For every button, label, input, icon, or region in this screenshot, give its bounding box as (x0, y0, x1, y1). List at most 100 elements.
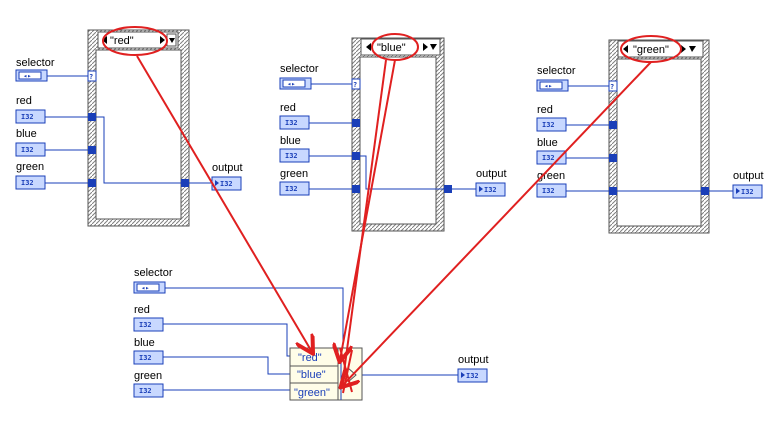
green-label: green (280, 168, 308, 180)
chevron-down-icon[interactable] (169, 38, 175, 43)
wires-case-1 (45, 75, 212, 184)
case-selector-blue[interactable]: "blue" (360, 38, 441, 56)
annotation-tick-2 (342, 349, 353, 394)
i32-icon: I32 (139, 354, 152, 362)
highlight-ellipse-red (102, 26, 168, 56)
case-selector-red[interactable]: "red" (97, 31, 179, 49)
case-label: "green" (633, 44, 669, 56)
case-structure-green[interactable]: "green" ? (608, 39, 710, 234)
indicator-arrow-icon (736, 188, 740, 194)
indicator-arrow-icon (479, 186, 483, 192)
select-case-green: "green" (294, 387, 330, 399)
selector-label: selector (134, 267, 173, 279)
annotation-arrow-blue (340, 59, 396, 360)
wires-select-node (163, 287, 458, 391)
annotations (102, 26, 682, 394)
selector-control-2[interactable]: selector ◂▸ (279, 63, 319, 90)
output-label: output (458, 354, 489, 366)
green-control-3[interactable]: green I32 (536, 170, 567, 198)
tunnels-case-1 (88, 113, 189, 187)
i32-icon: I32 (484, 186, 497, 194)
i32-icon: I32 (21, 113, 34, 121)
blue-label: blue (537, 137, 558, 149)
i32-icon: I32 (466, 372, 479, 380)
selector-control-3[interactable]: selector ◂▸ (536, 65, 576, 92)
annotation-arrow-red (136, 55, 312, 352)
red-label: red (134, 304, 150, 316)
red-label: red (280, 102, 296, 114)
question-icon: ? (89, 73, 93, 81)
enum-icon: ◂▸ (141, 284, 149, 292)
enum-icon: ◂▸ (23, 72, 31, 80)
case-structure-red[interactable]: "red" ? (87, 29, 190, 227)
red-control-3[interactable]: red I32 (536, 104, 567, 132)
blue-control-1[interactable]: blue I32 (15, 128, 46, 157)
decrement-arrow-icon[interactable] (623, 45, 628, 53)
case-label: "blue" (377, 42, 406, 54)
i32-icon: I32 (139, 321, 152, 329)
i32-icon: I32 (21, 179, 34, 187)
i32-icon: I32 (285, 152, 298, 160)
selector-control-4[interactable]: selector ◂▸ (133, 267, 173, 294)
chevron-down-icon[interactable] (689, 46, 696, 52)
output-indicator-3[interactable]: output I32 (732, 170, 764, 199)
enum-icon: ◂▸ (544, 82, 552, 90)
blue-control-3[interactable]: blue I32 (536, 137, 567, 165)
red-label: red (16, 95, 32, 107)
i32-icon: I32 (542, 121, 555, 129)
green-label: green (16, 161, 44, 173)
decrement-arrow-icon[interactable] (102, 36, 107, 44)
red-control-2[interactable]: red I32 (279, 102, 310, 130)
i32-icon: I32 (220, 180, 233, 188)
enum-icon: ◂▸ (287, 80, 295, 88)
decrement-arrow-icon[interactable] (366, 43, 371, 51)
output-indicator-1[interactable]: output I32 (211, 162, 243, 191)
blue-label: blue (280, 135, 301, 147)
case-structure-blue[interactable]: "blue" ? (351, 37, 445, 232)
annotation-tick (339, 347, 353, 393)
increment-arrow-icon[interactable] (681, 45, 686, 53)
green-control-2[interactable]: green I32 (279, 168, 310, 196)
output-label: output (476, 168, 507, 180)
i32-icon: I32 (285, 119, 298, 127)
chevron-down-icon[interactable] (430, 44, 437, 50)
green-label: green (134, 370, 162, 382)
output-label: output (733, 170, 764, 182)
case-label: "red" (110, 35, 134, 47)
i32-icon: I32 (741, 188, 754, 196)
output-indicator-4[interactable]: output I32 (457, 354, 489, 383)
output-indicator-2[interactable]: output I32 (475, 168, 507, 197)
blue-label: blue (16, 128, 37, 140)
red-label: red (537, 104, 553, 116)
green-control-4[interactable]: green I32 (133, 370, 164, 398)
i32-icon: I32 (542, 187, 555, 195)
case-selector-green[interactable]: "green" (617, 40, 704, 58)
selector-control-1[interactable]: selector ◂▸ (15, 57, 55, 82)
i32-icon: I32 (285, 185, 298, 193)
selector-label: selector (537, 65, 576, 77)
increment-arrow-icon[interactable] (160, 36, 165, 44)
red-control-4[interactable]: red I32 (133, 304, 164, 332)
green-control-1[interactable]: green I32 (15, 161, 46, 190)
select-case-red: "red" (298, 352, 322, 364)
selector-label: selector (16, 57, 55, 69)
increment-arrow-icon[interactable] (423, 43, 428, 51)
blue-control-2[interactable]: blue I32 (279, 135, 310, 163)
indicator-arrow-icon (215, 180, 219, 186)
question-icon: ? (353, 81, 357, 89)
tunnels-case-2 (352, 119, 452, 193)
blue-control-4[interactable]: blue I32 (133, 337, 164, 365)
wires-case-2 (309, 83, 476, 190)
i32-icon: I32 (542, 154, 555, 162)
wires-case-3 (566, 85, 733, 192)
question-icon: ? (610, 83, 614, 91)
selector-label: selector (280, 63, 319, 75)
annotation-arrow-blue-2 (343, 59, 387, 373)
i32-icon: I32 (21, 146, 34, 154)
output-label: output (212, 162, 243, 174)
red-control-1[interactable]: red I32 (15, 95, 46, 124)
i32-icon: I32 (139, 387, 152, 395)
annotation-arrow-green (342, 61, 652, 386)
select-case-blue: "blue" (297, 369, 326, 381)
